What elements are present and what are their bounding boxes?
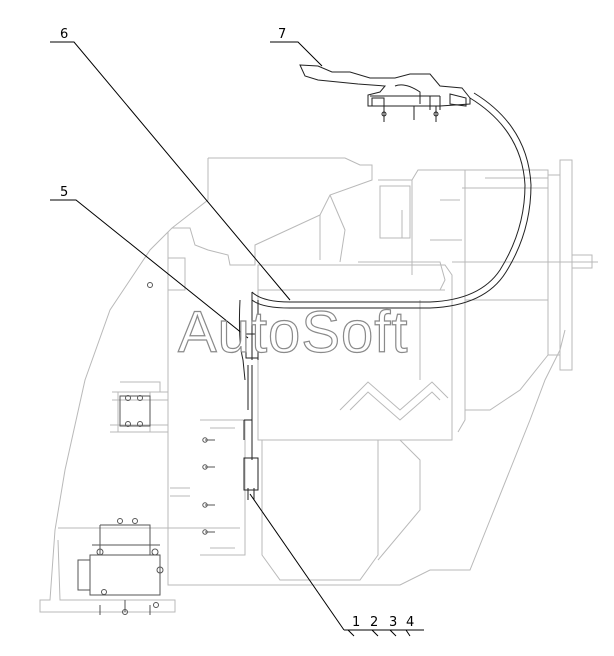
callout-leaders xyxy=(50,41,424,637)
callout-number-1: 1 xyxy=(352,615,360,630)
callout-number-7: 7 xyxy=(278,27,286,42)
bottom-coupling xyxy=(77,518,164,615)
callout-number-3: 3 xyxy=(389,615,397,630)
brake-lever xyxy=(299,64,471,122)
chassis-frame-outline xyxy=(39,157,598,613)
brake-cable xyxy=(238,92,532,500)
callout-number-6: 6 xyxy=(60,27,68,42)
callout-number-2: 2 xyxy=(370,615,378,630)
left-mount-assembly xyxy=(119,282,215,535)
watermark-text: AutoSoft xyxy=(178,300,408,365)
callout-number-5: 5 xyxy=(60,185,68,200)
callout-number-4: 4 xyxy=(406,615,414,630)
